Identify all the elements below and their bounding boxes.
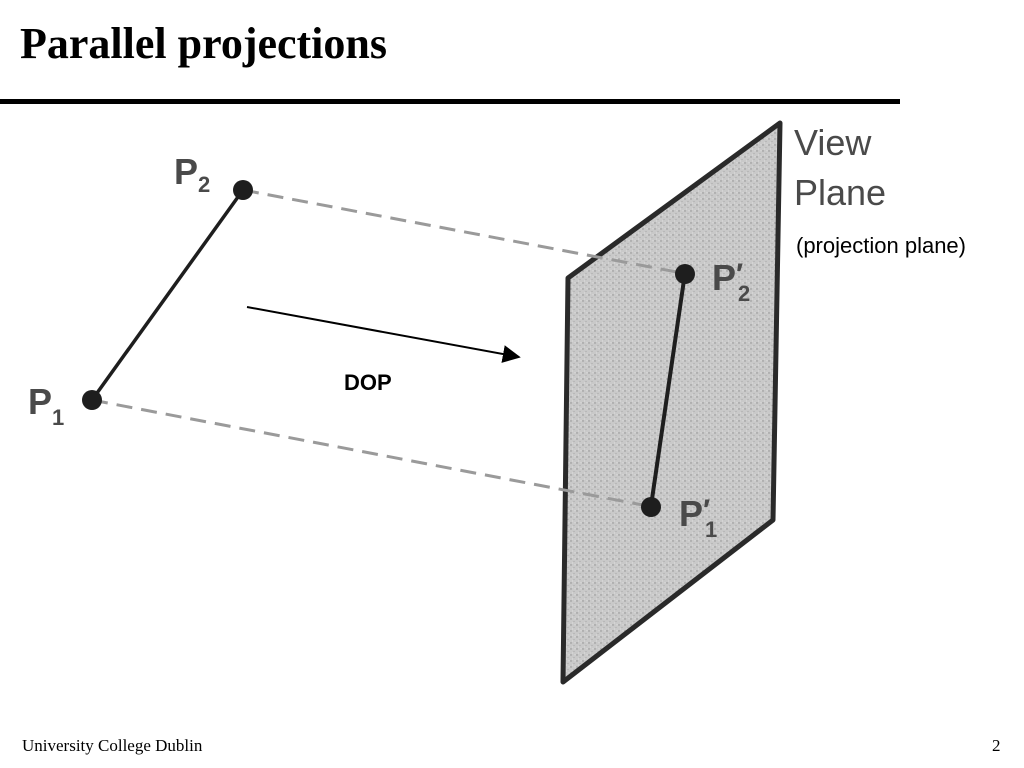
point-p2 [233,180,253,200]
label-p2-prime: P′2 [712,257,750,306]
projection-plane-note: (projection plane) [796,233,966,258]
label-p1-letter: P [28,381,52,422]
dop-label: DOP [344,370,392,395]
point-p1-prime [641,497,661,517]
projector-line-p2 [242,188,683,275]
slide-title: Parallel projections [20,19,387,68]
view-plane-label-line1: View [794,122,872,163]
label-p1-prime-letter: P [679,493,703,534]
point-p2-prime [675,264,695,284]
label-p1-prime-mark: ′ [703,494,710,527]
label-p1-prime: P′1 [679,493,717,542]
label-p2-letter: P [174,151,198,192]
label-p1-subscript: 1 [52,405,64,430]
label-p2-subscript: 2 [198,172,210,197]
label-p2-prime-subscript: 2 [738,281,750,306]
label-p1-prime-subscript: 1 [705,517,717,542]
view-plane [560,120,783,685]
view-plane-label-line2: Plane [794,172,886,213]
segment-p1prime-p2prime [649,272,687,507]
label-p1: P1 [28,381,64,430]
label-p2-prime-mark: ′ [736,258,743,291]
projector-line-p1 [91,398,649,508]
projection-diagram: P2 P1 P′2 P′1 View Plane (projection pla… [0,108,1024,718]
point-p1 [82,390,102,410]
title-underline [0,99,900,104]
segment-p1-p2 [90,188,245,402]
footer-institution: University College Dublin [22,736,203,755]
dop-arrow [246,306,521,363]
page-number: 2 [992,736,1001,755]
label-p2-prime-letter: P [712,257,736,298]
label-p2: P2 [174,151,210,197]
